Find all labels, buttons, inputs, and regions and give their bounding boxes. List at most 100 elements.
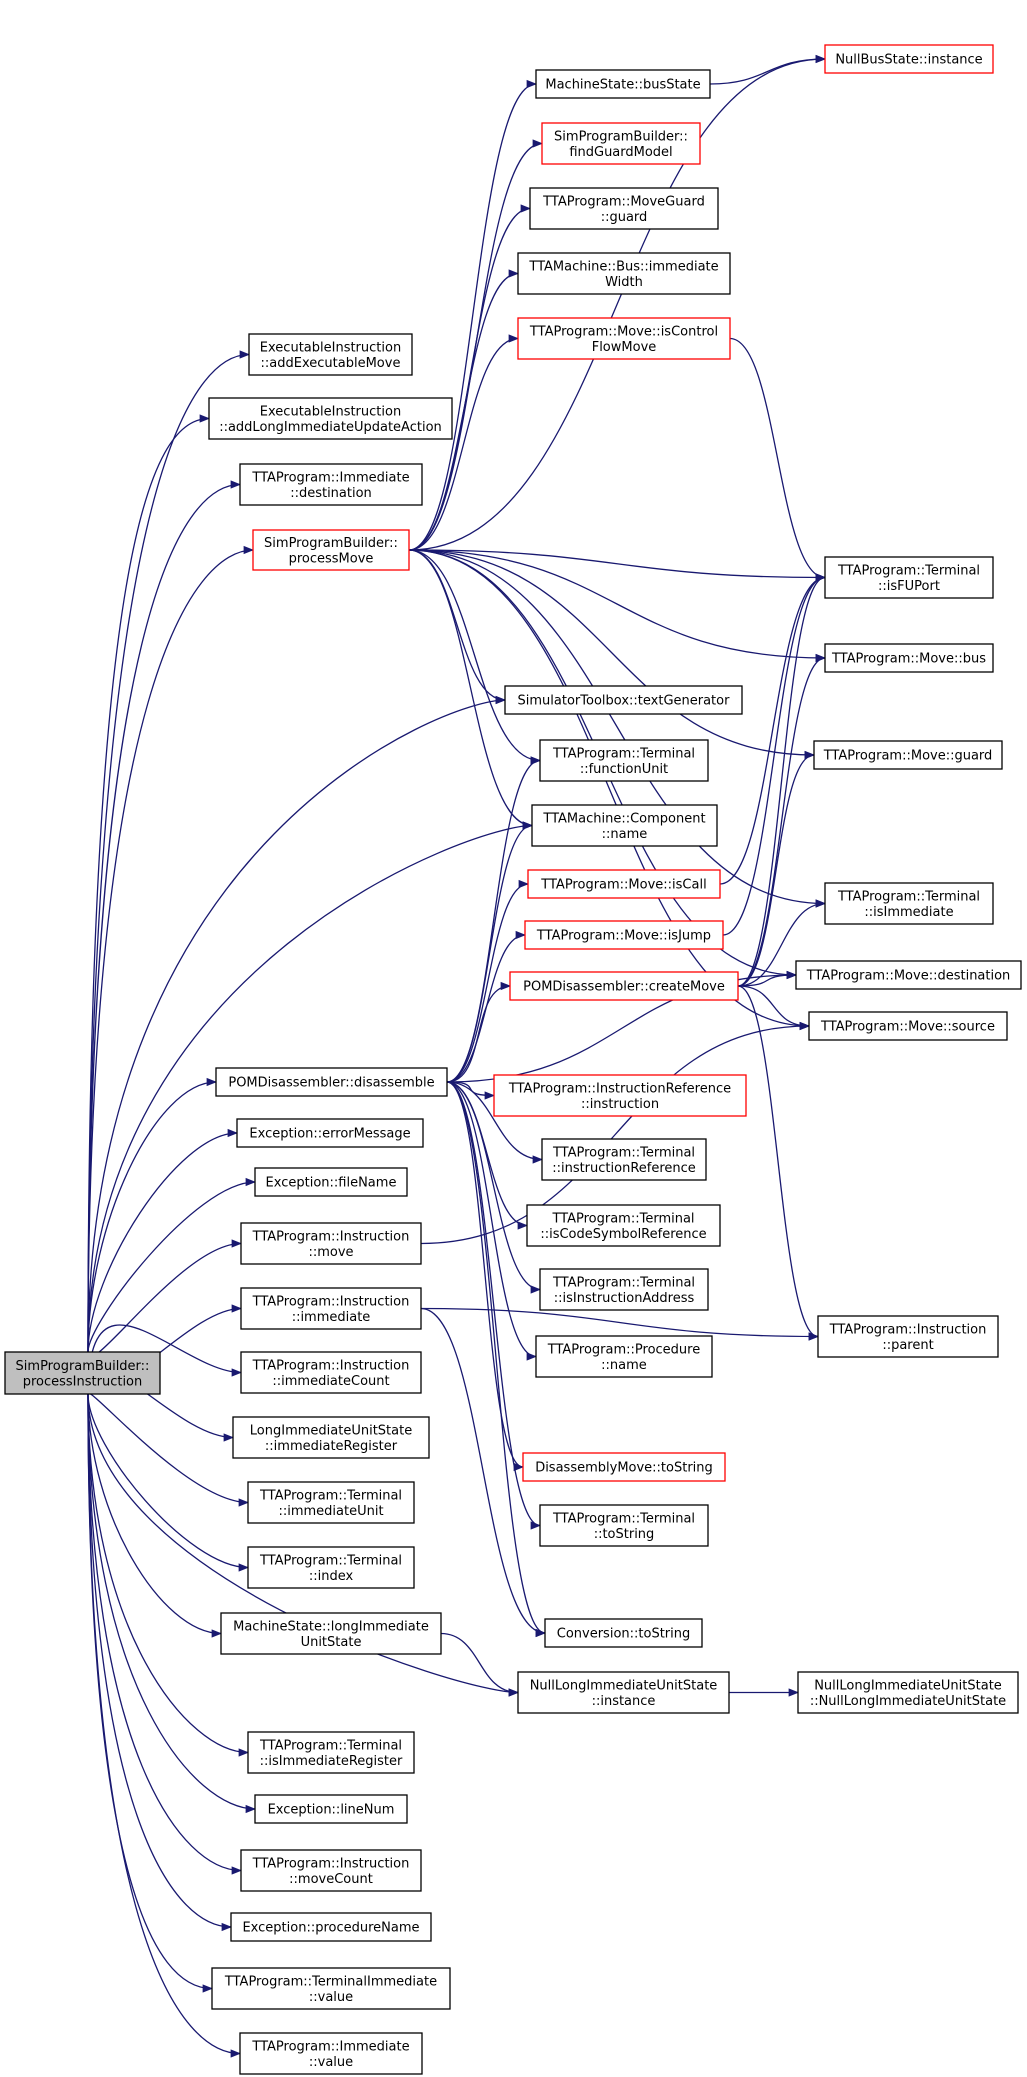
- node-label: ::instructionReference: [552, 1161, 696, 1176]
- node-moveGuardGuard[interactable]: TTAProgram::MoveGuard::guard: [529, 187, 719, 230]
- call-edge: [408, 549, 827, 908]
- node-moveSource[interactable]: TTAProgram::Move::source: [808, 1011, 1008, 1041]
- call-edge: [87, 1392, 250, 1507]
- node-box: [208, 397, 453, 440]
- node-label: ::index: [309, 1569, 354, 1584]
- node-box: [240, 1849, 422, 1892]
- node-box: [539, 739, 709, 782]
- node-terminalImmediateValue[interactable]: TTAProgram::TerminalImmediate::value: [211, 1967, 451, 2010]
- node-procedureName[interactable]: TTAProgram::Procedure::name: [535, 1335, 713, 1378]
- node-addLongImmediateUpdateAction[interactable]: ExecutableInstruction::addLongImmediateU…: [208, 397, 453, 440]
- call-edge: [737, 750, 816, 987]
- node-createMove[interactable]: POMDisassembler::createMove: [509, 971, 739, 1001]
- node-textGenerator[interactable]: SimulatorToolbox::textGenerator: [504, 685, 743, 715]
- call-edge: [87, 1393, 242, 2058]
- node-findGuardModel[interactable]: SimProgramBuilder::findGuardModel: [541, 122, 701, 165]
- node-label: SimProgramBuilder::: [554, 129, 688, 144]
- node-immediateCount[interactable]: TTAProgram::Instruction::immediateCount: [240, 1351, 422, 1394]
- node-nullLIUCtor[interactable]: NullLongImmediateUnitState::NullLongImme…: [797, 1671, 1019, 1714]
- node-label: Width: [605, 275, 643, 290]
- node-isCodeSymbolReference[interactable]: TTAProgram::Terminal::isCodeSymbolRefere…: [526, 1204, 721, 1247]
- node-label: TTAProgram::Terminal: [259, 1738, 402, 1753]
- node-convToString[interactable]: Conversion::toString: [544, 1618, 703, 1648]
- node-instrImmediate[interactable]: TTAProgram::Instruction::immediate: [240, 1287, 422, 1330]
- node-nullLIUInstance[interactable]: NullLongImmediateUnitState::instance: [517, 1671, 730, 1714]
- node-label: ::immediateUnit: [278, 1504, 383, 1519]
- node-exProcedureName[interactable]: Exception::procedureName: [230, 1912, 432, 1942]
- node-box: [247, 1731, 415, 1774]
- node-lineNum[interactable]: Exception::lineNum: [254, 1794, 408, 1824]
- node-functionUnit[interactable]: TTAProgram::Terminal::functionUnit: [539, 739, 709, 782]
- node-box: [544, 1618, 703, 1648]
- node-isJump[interactable]: TTAProgram::Move::isJump: [524, 920, 724, 950]
- call-edge: [408, 549, 542, 765]
- node-moveBus[interactable]: TTAProgram::Move::bus: [824, 643, 994, 673]
- node-irInstruction[interactable]: TTAProgram::InstructionReference::instru…: [493, 1074, 747, 1117]
- node-instrMove[interactable]: TTAProgram::Instruction::move: [240, 1222, 422, 1265]
- node-instructionReference[interactable]: TTAProgram::Terminal::instructionReferen…: [541, 1138, 707, 1181]
- call-edge: [737, 653, 827, 987]
- node-moveCount[interactable]: TTAProgram::Instruction::moveCount: [240, 1849, 422, 1892]
- node-box: [252, 529, 410, 571]
- node-isImmediateRegister[interactable]: TTAProgram::Terminal::isImmediateRegiste…: [247, 1731, 415, 1774]
- node-disassemble[interactable]: POMDisassembler::disassemble: [215, 1067, 448, 1097]
- node-box: [527, 869, 721, 899]
- node-processInstruction[interactable]: SimProgramBuilder::processInstruction: [4, 1351, 161, 1395]
- node-box: [240, 1222, 422, 1265]
- node-disasmToString[interactable]: DisassemblyMove::toString: [522, 1452, 726, 1482]
- node-addExecutableMove[interactable]: ExecutableInstruction::addExecutableMove: [248, 333, 413, 376]
- node-componentName[interactable]: TTAMachine::Component::name: [531, 804, 718, 847]
- node-label: TTAProgram::Instruction: [252, 1294, 410, 1309]
- node-box: [524, 920, 724, 950]
- node-label: NullLongImmediateUnitState: [814, 1678, 1002, 1693]
- node-isCall[interactable]: TTAProgram::Move::isCall: [527, 869, 721, 899]
- node-nullBusInstance[interactable]: NullBusState::instance: [824, 44, 994, 74]
- node-label: ::functionUnit: [580, 762, 668, 777]
- node-immediateValue[interactable]: TTAProgram::Immediate::value: [239, 2032, 423, 2075]
- node-moveDestination[interactable]: TTAProgram::Move::destination: [795, 960, 1022, 990]
- node-label: ::value: [309, 2055, 353, 2070]
- node-immediateRegister[interactable]: LongImmediateUnitState::immediateRegiste…: [232, 1416, 430, 1459]
- call-edge: [737, 985, 820, 1341]
- node-isImmediate[interactable]: TTAProgram::Terminal::isImmediate: [824, 882, 994, 925]
- node-processMove[interactable]: SimProgramBuilder::processMove: [252, 529, 410, 571]
- node-label: SimProgramBuilder::: [264, 536, 398, 551]
- node-fileName[interactable]: Exception::fileName: [254, 1167, 408, 1197]
- node-label: TTAProgram::Instruction: [252, 1856, 410, 1871]
- node-immDestination[interactable]: TTAProgram::Immediate::destination: [239, 463, 423, 506]
- node-busState[interactable]: MachineState::busState: [535, 69, 711, 99]
- call-edge: [446, 1081, 544, 1164]
- node-immediateUnit[interactable]: TTAProgram::Terminal::immediateUnit: [247, 1481, 415, 1524]
- node-label: ::parent: [882, 1338, 933, 1353]
- node-terminalIndex[interactable]: TTAProgram::Terminal::index: [247, 1546, 415, 1589]
- call-edge: [87, 1393, 233, 1932]
- node-isFUPort[interactable]: TTAProgram::Terminal::isFUPort: [824, 556, 994, 599]
- node-box: [4, 1351, 161, 1395]
- call-edge: [446, 1081, 525, 1472]
- call-edge: [87, 1393, 243, 1875]
- node-label: ::guard: [601, 210, 648, 225]
- node-isInstructionAddress[interactable]: TTAProgram::Terminal::isInstructionAddre…: [539, 1268, 709, 1311]
- node-box: [824, 556, 994, 599]
- node-instrParent[interactable]: TTAProgram::Instruction::parent: [817, 1315, 999, 1358]
- call-edge: [709, 54, 827, 85]
- call-edge: [446, 821, 534, 1083]
- call-edge: [446, 1081, 547, 1638]
- node-box: [535, 69, 711, 99]
- node-label: ::addLongImmediateUpdateAction: [219, 420, 442, 435]
- node-box: [517, 252, 731, 295]
- node-label: TTAProgram::Immediate: [251, 2039, 409, 2054]
- node-label: TTAProgram::InstructionReference: [508, 1081, 731, 1096]
- node-label: TTAProgram::Move::destination: [806, 969, 1011, 984]
- node-label: Exception::lineNum: [268, 1803, 395, 1818]
- node-label: processMove: [289, 551, 374, 566]
- node-moveGuard[interactable]: TTAProgram::Move::guard: [813, 740, 1003, 770]
- node-terminalToString[interactable]: TTAProgram::Terminal::toString: [539, 1504, 709, 1547]
- node-box: [541, 122, 701, 165]
- node-errorMessage[interactable]: Exception::errorMessage: [236, 1118, 424, 1148]
- node-box: [517, 1671, 730, 1714]
